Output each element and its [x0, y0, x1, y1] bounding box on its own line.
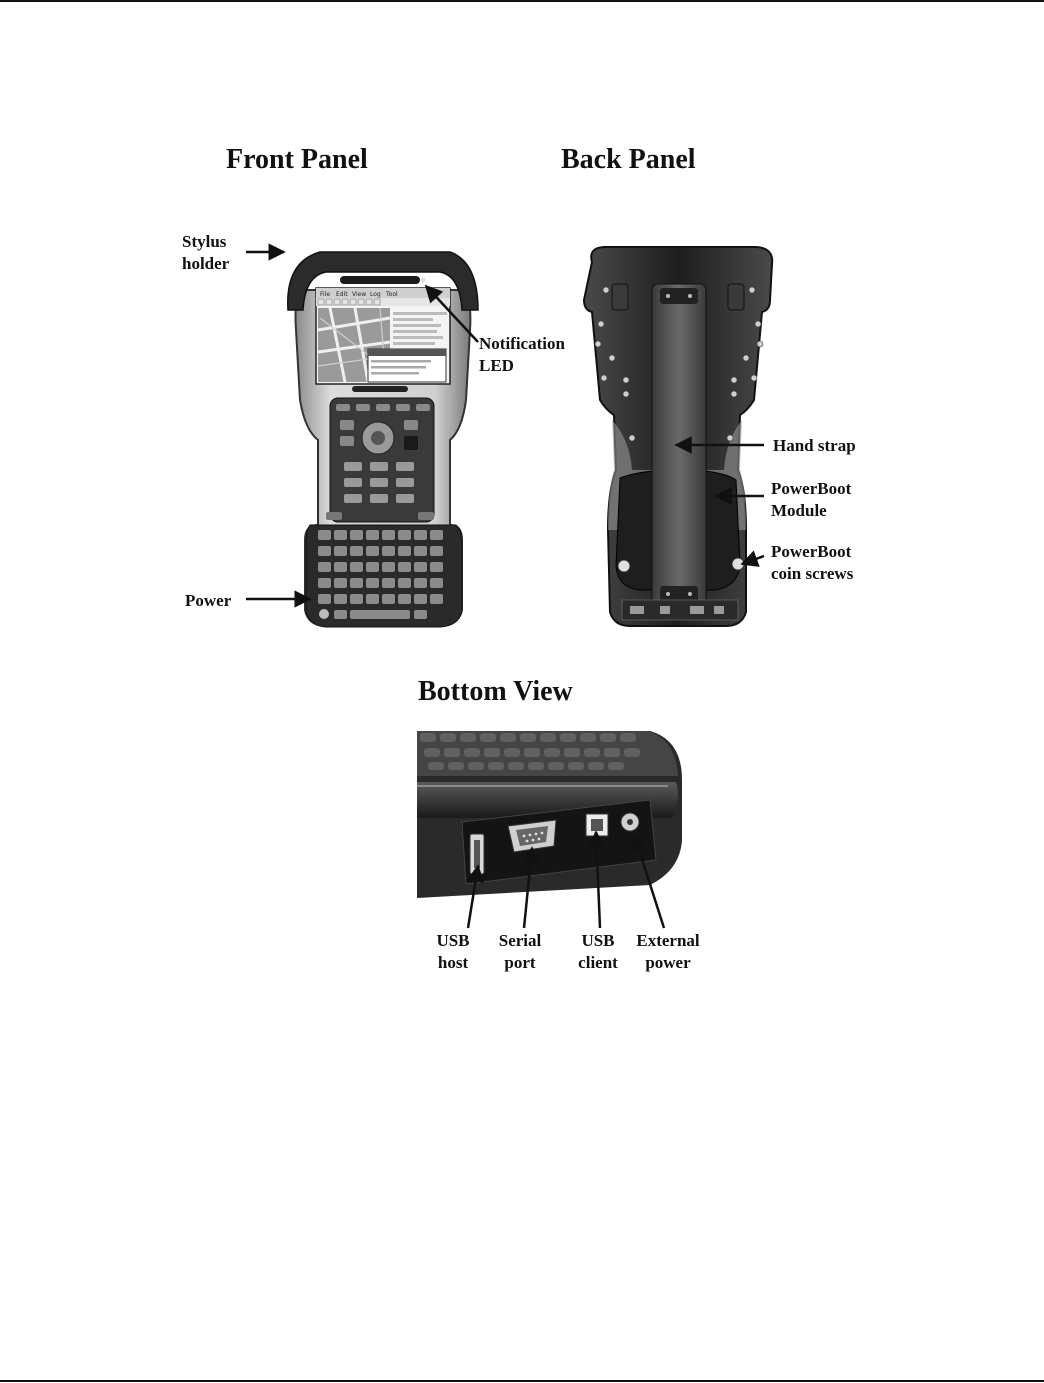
- label-external-power: External power: [628, 930, 708, 974]
- front-device: File Edit View Log Tool: [288, 252, 478, 627]
- screen-menu-tool: Tool: [385, 291, 398, 298]
- label-serial-line2: port: [490, 952, 550, 974]
- label-usb-host-line1: USB: [424, 930, 482, 952]
- label-serial-port: Serial port: [490, 930, 550, 974]
- label-notification-line1: Notification: [479, 333, 565, 355]
- label-hand-strap: Hand strap: [773, 435, 856, 457]
- label-usb-host-line2: host: [424, 952, 482, 974]
- bottom-device-photo: [417, 731, 682, 901]
- power-button-icon: [319, 609, 329, 619]
- label-screws-line1: PowerBoot: [771, 541, 853, 563]
- label-stylus-holder: Stylus holder: [182, 231, 229, 275]
- label-powerboot-coin-screws: PowerBoot coin screws: [771, 541, 853, 585]
- label-screws-line2: coin screws: [771, 563, 853, 585]
- label-usb-client: USB client: [570, 930, 626, 974]
- label-stylus-line2: holder: [182, 253, 229, 275]
- label-module-line2: Module: [771, 500, 851, 522]
- label-notification-led: Notification LED: [479, 333, 565, 377]
- back-device: [584, 247, 772, 626]
- screen-menu-file: File: [320, 291, 330, 298]
- label-power: Power: [185, 590, 231, 612]
- label-usb-client-line1: USB: [570, 930, 626, 952]
- label-stylus-line1: Stylus: [182, 231, 229, 253]
- label-ext-power-line2: power: [628, 952, 708, 974]
- label-powerboot-module: PowerBoot Module: [771, 478, 851, 522]
- screen-menu-log: Log: [370, 291, 381, 298]
- screen-menu-view: View: [352, 291, 366, 298]
- label-usb-host: USB host: [424, 930, 482, 974]
- screen-menu-edit: Edit: [336, 291, 348, 298]
- label-ext-power-line1: External: [628, 930, 708, 952]
- label-usb-client-line2: client: [570, 952, 626, 974]
- label-module-line1: PowerBoot: [771, 478, 851, 500]
- label-serial-line1: Serial: [490, 930, 550, 952]
- label-notification-line2: LED: [479, 355, 565, 377]
